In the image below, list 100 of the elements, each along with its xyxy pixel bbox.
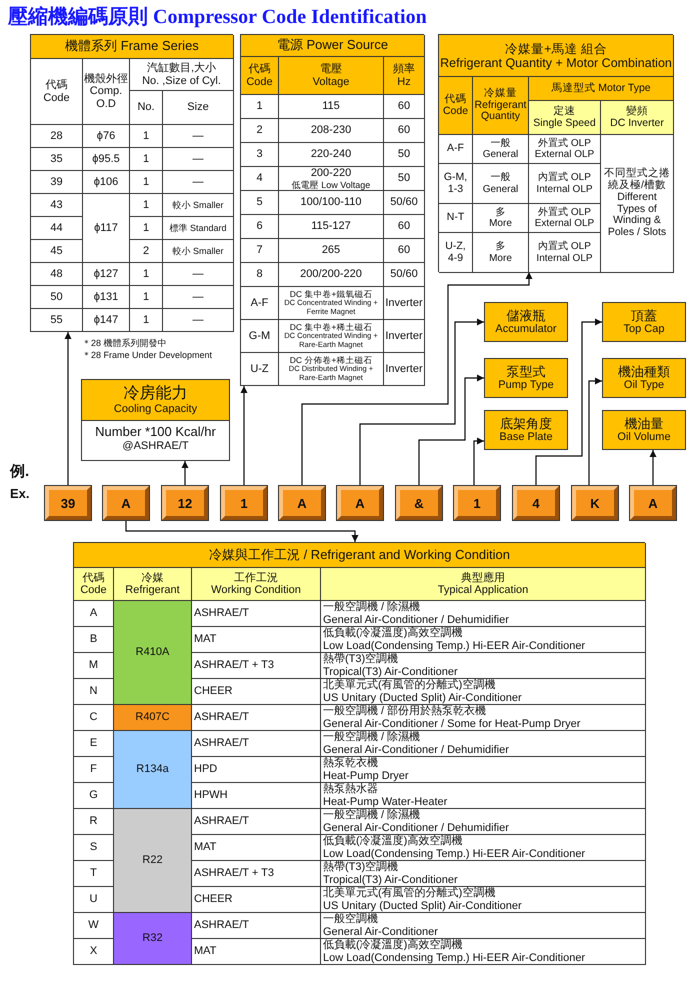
table-entry: General Air-Conditioner / Dehumidifier (323, 614, 509, 626)
table-entry: Low Load(Condensing Temp.) Hi-EER Air-Conditioner (323, 848, 586, 860)
part-box (484, 358, 568, 398)
table-entry: 35 (50, 152, 63, 166)
box-title: 泵型式 (506, 364, 546, 380)
table-entry: 55 (50, 314, 63, 326)
code-table (438, 34, 673, 272)
table-entry: 60 (398, 100, 410, 113)
column-heading: Typical Application (438, 584, 528, 596)
column-heading: Code (246, 76, 273, 88)
table-entry: U-Z (250, 362, 269, 376)
code-key: 1 (221, 486, 267, 520)
table-entry: CHEER (194, 685, 233, 698)
table-entry: General (482, 184, 518, 195)
table-entry: MAT (194, 633, 216, 646)
table-entry: 一般空調機 / 除濕機 (323, 601, 420, 614)
table-entry: 多 (496, 241, 506, 252)
table-entry: HPWH (194, 789, 228, 802)
arrow (588, 378, 602, 486)
column-heading: Single Speed (533, 118, 596, 130)
column-heading: Working Condition (211, 584, 301, 596)
table-entry: N-T (446, 212, 464, 224)
column-heading: 變頻 (626, 106, 648, 118)
part-box (602, 410, 686, 450)
table-entry: U-Z, 4-9 (444, 240, 467, 264)
table-entry: F (90, 763, 97, 776)
arrow (125, 520, 358, 542)
table-entry: Inverter (385, 296, 423, 310)
table-entry: 熱帶(T3)空調機 (323, 653, 398, 666)
table-entry: More (489, 252, 512, 264)
table-entry: C (90, 711, 98, 724)
column-heading: 典型應用 (461, 572, 505, 584)
table-entry: 3 (256, 148, 263, 161)
table-entry: ASHRAE/T + T3 (194, 867, 274, 880)
table-title: 冷媒量+馬達 組合 (505, 42, 607, 56)
table-entry: Low Load(Condensing Temp.) Hi-EER Air-Conditioner (323, 640, 586, 652)
table-entry: — (192, 152, 204, 166)
table-entry: Comp. O.D (88, 85, 124, 110)
table-entry: Tropical(T3) Air-Conditioner (323, 874, 458, 886)
code-key: & (396, 486, 442, 520)
table-entry: T (90, 867, 97, 880)
table-entry: 4 (256, 172, 263, 185)
table-entry: — (192, 176, 204, 188)
table-entry: G (89, 789, 98, 802)
column-heading: 冷媒量 (484, 88, 517, 100)
table-entry: DC 集中卷+稀土磁石 (290, 322, 372, 332)
column-heading: 代碼 (82, 572, 104, 584)
table-entry: Heat-Pump Water-Heater (323, 796, 448, 808)
table-entry: 低負載(冷凝溫度)高效空調機 (323, 835, 462, 848)
table-entry: 44 (50, 222, 63, 234)
column-heading: 代碼 (248, 63, 270, 76)
example-label: 例. (10, 462, 30, 481)
table-entry: ϕ131 (94, 290, 118, 304)
table-entry: 43 (50, 198, 63, 212)
code-key: A (279, 486, 325, 520)
table-entry: General Air-Conditioner (323, 926, 438, 938)
table-entry: 內置式 OLP (538, 241, 591, 252)
table-entry: 1 (142, 290, 150, 304)
diagram-title: 壓縮機編碼原則 Compressor Code Identification (8, 4, 427, 30)
table-title: 電源 Power Source (276, 38, 388, 53)
table-entry: Inverter (385, 362, 423, 376)
table-entry: 39 (50, 176, 63, 188)
box-title: 機油量 (624, 416, 664, 432)
table-entry: 多 (496, 206, 506, 218)
refrigerant-name: R407C (135, 711, 170, 724)
column-heading: Voltage (312, 76, 350, 88)
table-entry: G-M, 1-3 (442, 172, 468, 196)
table-entry: HPD (194, 763, 218, 776)
arrow (418, 374, 484, 486)
table-entry: 低負載(冷凝溫度)高效空調機 (323, 627, 462, 640)
code-key: A (337, 486, 383, 520)
table-entry: General Air-Conditioner / Dehumidifier (323, 744, 509, 756)
table-entry: 1 (256, 100, 263, 113)
table-entry: ϕ147 (94, 314, 118, 326)
arrow (359, 318, 484, 486)
table-entry: A (90, 607, 98, 620)
code-key: A (103, 486, 149, 520)
part-box (484, 410, 568, 450)
table-entry: 50 (398, 148, 410, 161)
table-entry: 熱帶(T3)空調機 (323, 861, 398, 874)
table-entry: 7 (256, 244, 263, 257)
example-label: Ex. (10, 486, 30, 501)
table-entry: US Unitary (Ducted Split) Air-Conditioner (323, 900, 522, 912)
table-entry: ϕ76 (96, 130, 116, 142)
table-entry: 外置式 OLP (538, 138, 591, 149)
table-entry: External OLP (534, 149, 594, 160)
box-title: 機油種類 (618, 364, 670, 380)
refrigerant-name: R134a (136, 763, 169, 776)
column-heading: 電壓 (320, 63, 342, 76)
table-entry: 50 (398, 172, 410, 185)
table-entry: 1 (142, 314, 150, 326)
table-entry: External OLP (534, 218, 594, 230)
table-entry: 1 (142, 130, 150, 142)
arrow (650, 450, 656, 486)
table-entry: US Unitary (Ducted Split) Air-Conditioner (323, 692, 522, 704)
box-subtitle: Accumulator (495, 323, 557, 336)
code-key: 39 (45, 486, 91, 520)
table-entry: 2 (142, 244, 150, 258)
table-entry: W (88, 919, 99, 932)
footnote: ＊28 機體系列開發中 (82, 337, 167, 350)
